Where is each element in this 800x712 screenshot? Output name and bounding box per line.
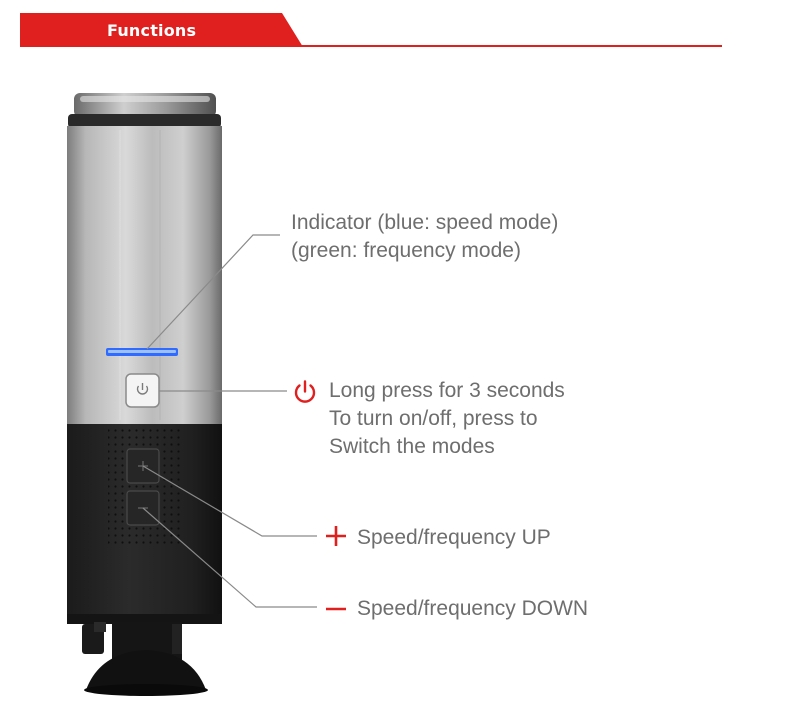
power-icon bbox=[294, 380, 316, 403]
device-stand bbox=[82, 622, 208, 696]
minus-icon bbox=[326, 607, 346, 611]
speed-up-callout: Speed/frequency UP bbox=[357, 526, 551, 549]
power-line-2: To turn on/off, press to bbox=[329, 407, 538, 430]
plus-icon bbox=[326, 526, 346, 546]
indicator-light bbox=[106, 348, 178, 356]
callout-leader-lines bbox=[142, 234, 317, 608]
power-line-1: Long press for 3 seconds bbox=[329, 379, 565, 402]
power-callout: Long press for 3 seconds To turn on/off,… bbox=[329, 377, 565, 461]
section-header-banner bbox=[20, 13, 303, 47]
power-line-3: Switch the modes bbox=[329, 435, 495, 458]
device-top-cap bbox=[68, 93, 221, 128]
header-underline bbox=[300, 45, 722, 47]
section-title: Functions bbox=[107, 21, 197, 40]
indicator-line-1: Indicator (blue: speed mode) bbox=[291, 211, 559, 234]
power-button[interactable] bbox=[125, 373, 160, 408]
speed-down-callout: Speed/frequency DOWN bbox=[357, 597, 589, 620]
indicator-callout: Indicator (blue: speed mode) (green: fre… bbox=[291, 209, 558, 265]
indicator-line-2: (green: frequency mode) bbox=[291, 239, 521, 262]
